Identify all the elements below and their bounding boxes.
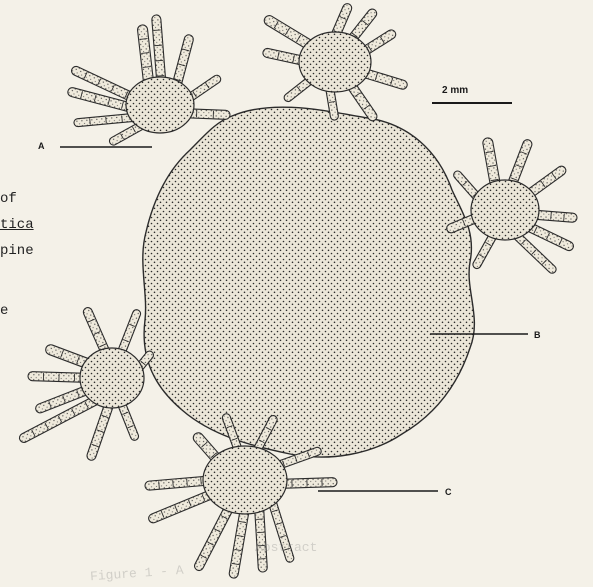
outgrowth-cluster-a	[67, 15, 230, 147]
side-text-line-1: of	[0, 191, 17, 207]
scale-label: 2 mm	[442, 86, 468, 96]
outgrowth-cluster-left	[18, 306, 155, 461]
bleed-through-text-1: Abstract	[255, 540, 317, 555]
label-b: B	[534, 330, 541, 340]
side-text-line-2: tica	[0, 217, 34, 233]
label-a: A	[38, 141, 45, 151]
label-c: C	[445, 487, 452, 497]
side-text-line-3: pine	[0, 243, 34, 259]
central-thallus	[143, 107, 475, 457]
outgrowth-cluster-top	[262, 2, 408, 122]
side-text-line-4: e	[0, 303, 8, 319]
